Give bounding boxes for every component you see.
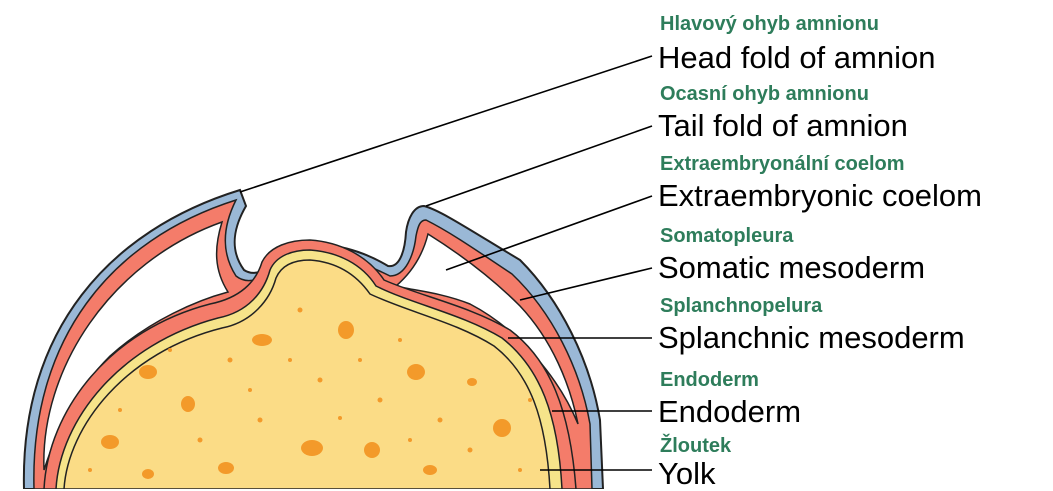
extraembryonic-coelom-czech-label: Extraembryonální coelom xyxy=(660,154,905,174)
head-fold-label: Head fold of amnion xyxy=(658,42,935,73)
endoderm-czech-label: Endoderm xyxy=(660,370,759,390)
somatic-mesoderm-label: Somatic mesoderm xyxy=(658,252,925,283)
somatic-mesoderm-czech-label: Somatopleura xyxy=(660,226,793,246)
splanchnic-mesoderm-label: Splanchnic mesoderm xyxy=(658,322,965,353)
yolk-label: Yolk xyxy=(658,458,715,489)
endoderm-label: Endoderm xyxy=(658,396,801,427)
head-fold-czech-label: Hlavový ohyb amnionu xyxy=(660,14,879,34)
leader-head-fold xyxy=(240,56,652,192)
yolk-czech-label: Žloutek xyxy=(660,436,731,456)
tail-fold-label: Tail fold of amnion xyxy=(658,110,908,141)
leader-tail-fold xyxy=(426,126,652,206)
splanchnic-mesoderm-czech-label: Splanchnopelura xyxy=(660,296,822,316)
extraembryonic-coelom-label: Extraembryonic coelom xyxy=(658,180,982,211)
tail-fold-czech-label: Ocasní ohyb amnionu xyxy=(660,84,869,104)
